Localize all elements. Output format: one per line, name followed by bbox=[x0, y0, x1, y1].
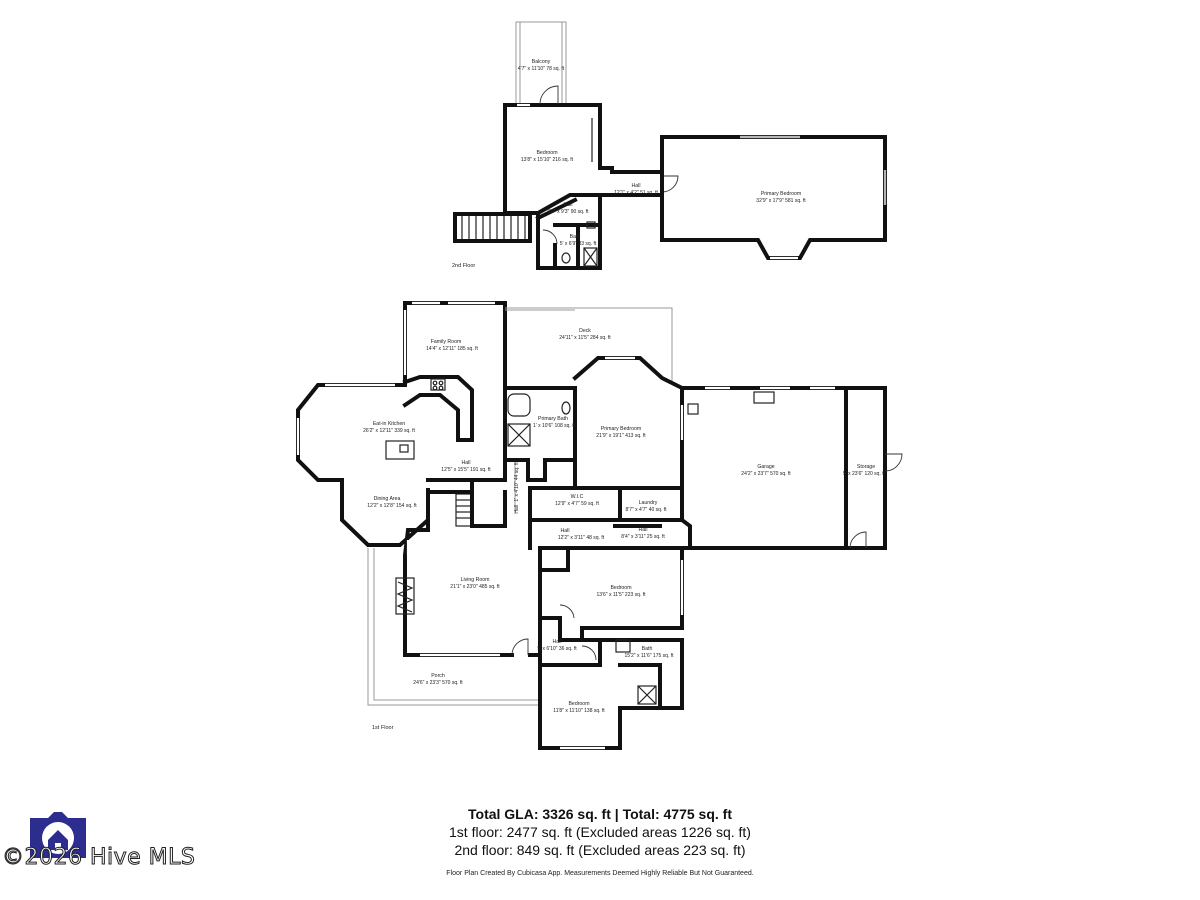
room-label: Hall bbox=[553, 639, 562, 645]
room-dims: 21'1" x 23'0" 485 sq. ft bbox=[450, 584, 500, 590]
room-label: Bath bbox=[570, 234, 581, 240]
room-label: Hall bbox=[462, 460, 471, 466]
room-label: W.I.C bbox=[571, 494, 584, 500]
room-label: Porch bbox=[431, 673, 445, 679]
room-label: Dining Area bbox=[374, 496, 401, 502]
room-dims: 8'7" x 4'7" 40 sq. ft bbox=[625, 507, 667, 513]
second-floor-summary: 2nd floor: 849 sq. ft (Excluded areas 22… bbox=[454, 842, 746, 858]
room-label: Storage bbox=[857, 464, 875, 470]
room-label: Hall bbox=[639, 527, 648, 533]
room-dims: 24'6" x 23'3" 570 sq. ft bbox=[413, 680, 463, 686]
room-dims-vertical: Hall 1' x 4'10" 44 sq. ft bbox=[514, 462, 520, 514]
room-dims: 5' x 6'9" 33 sq. ft bbox=[560, 241, 597, 247]
room-dims: 14'4" x 12'11" 185 sq. ft bbox=[426, 346, 478, 352]
garage-walls bbox=[680, 386, 887, 550]
kitchen-dining-walls bbox=[296, 383, 430, 547]
room-dims: 26'2" x 12'11" 339 sq. ft bbox=[363, 428, 415, 434]
room-label: Bedroom bbox=[610, 585, 631, 591]
room-dims: 5' x 23'6" 120 sq. ft bbox=[843, 471, 886, 477]
room-dims: 1' x 10'6" 108 sq. ft bbox=[533, 423, 576, 429]
room-label: Balcony bbox=[532, 59, 551, 65]
room-dims: 24'11" x 11'5" 284 sq. ft bbox=[559, 335, 611, 341]
first-floor-label: 1st Floor bbox=[372, 725, 394, 731]
room-dims: 13'6" x 11'5" 223 sq. ft bbox=[596, 592, 646, 598]
room-label: Hall bbox=[564, 202, 573, 208]
second-floor-stairs bbox=[453, 212, 532, 243]
room-label: Primary Bedroom bbox=[601, 426, 641, 432]
room-dims: 24'2" x 23'7" 570 sq. ft bbox=[741, 471, 791, 477]
room-label: Deck bbox=[579, 328, 591, 334]
room-dims: 8'4" x 3'11" 25 sq. ft bbox=[621, 534, 665, 540]
total-area-summary: Total GLA: 3326 sq. ft | Total: 4775 sq.… bbox=[468, 806, 732, 822]
first-floor-stairs bbox=[455, 493, 472, 527]
room-dims: 5' x 6'10" 36 sq. ft bbox=[537, 646, 577, 652]
room-dims: 21'9" x 19'1" 413 sq. ft bbox=[596, 433, 646, 439]
room-dims: 12'5" x 15'5" 191 sq. ft bbox=[441, 467, 491, 473]
room-label: Hall bbox=[561, 528, 570, 534]
room-label: Bedroom bbox=[536, 150, 557, 156]
room-label: Laundry bbox=[639, 500, 658, 506]
mls-logo-icon bbox=[30, 812, 86, 858]
primary-bedroom-walls bbox=[572, 356, 684, 490]
room-dims: 15'2" x 11'6" 175 sq. ft bbox=[624, 653, 674, 659]
room-label: Primary Bedroom bbox=[761, 191, 801, 197]
credit-note: Floor Plan Created By Cubicasa App. Meas… bbox=[446, 870, 754, 877]
room-label: Garage bbox=[757, 464, 774, 470]
copyright-watermark: ©2026 Hive MLS bbox=[1, 845, 196, 871]
room-label: Hall bbox=[632, 183, 641, 189]
room-dims: 9'8" x 9'3" 90 sq. ft bbox=[547, 209, 589, 215]
room-dims: 12'9" x 4'7" 59 sq. ft bbox=[555, 501, 599, 507]
room-label: Primary Bath bbox=[538, 416, 568, 422]
room-dims: 12'1" x 4'2" 51 sq. ft bbox=[614, 190, 658, 196]
room-label: Bath bbox=[642, 646, 653, 652]
room-label: Family Room bbox=[431, 339, 462, 345]
room-label: Bedroom bbox=[568, 701, 589, 707]
room-label: Living Room bbox=[461, 577, 490, 583]
second-floor-label: 2nd Floor bbox=[452, 263, 475, 269]
room-dims: 11'8" x 11'10" 138 sq. ft bbox=[553, 708, 605, 714]
second-floor bbox=[453, 21, 887, 270]
room-dims: 12'2" x 3'11" 48 sq. ft bbox=[558, 535, 605, 541]
first-floor-summary: 1st floor: 2477 sq. ft (Excluded areas 1… bbox=[449, 824, 751, 840]
room-dims: 12'2" x 12'8" 154 sq. ft bbox=[367, 503, 417, 509]
deck-outline bbox=[505, 307, 673, 385]
room-label: Eat-in Kitchen bbox=[373, 421, 405, 427]
porch-outline bbox=[367, 548, 540, 706]
first-floor bbox=[296, 301, 903, 750]
room-dims: 32'9" x 17'9" 581 sq. ft bbox=[756, 198, 806, 204]
room-dims: 4'7" x 11'10" 78 sq. ft bbox=[518, 66, 565, 72]
room-dims: 13'8" x 15'10" 216 sq. ft bbox=[521, 157, 574, 163]
